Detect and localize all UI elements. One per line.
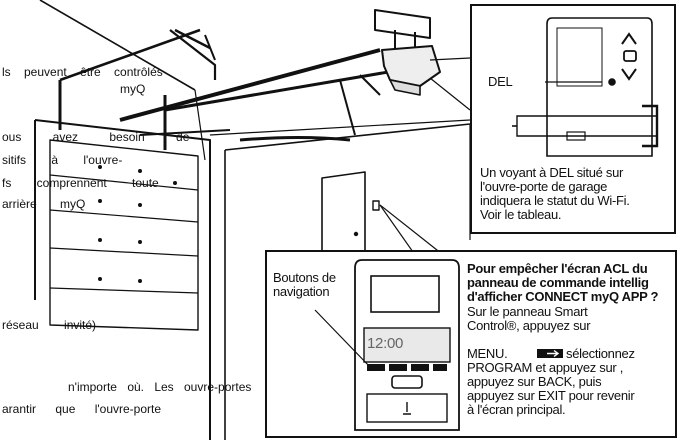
wall-control-drawing xyxy=(512,17,659,157)
led-caption-3: indiquera le statut du Wi-Fi. xyxy=(480,193,630,208)
nav-button-4 xyxy=(433,364,447,371)
led-caption-1: Un voyant à DEL situé sur xyxy=(480,165,624,180)
led-label: DEL xyxy=(488,74,513,89)
panel-housing xyxy=(354,259,460,431)
body-line-1: ls peuvent être contrôlés xyxy=(2,65,163,79)
track-left xyxy=(59,28,201,82)
instruction-8: à l'écran principal. xyxy=(467,402,566,417)
body-line-2: myQ xyxy=(120,82,146,96)
heading-line-3: d'afficher CONNECT myQ APP ? xyxy=(467,289,659,304)
garage-door-panel xyxy=(49,139,199,331)
nav-label-2: navigation xyxy=(273,284,330,299)
control-housing xyxy=(546,17,653,157)
nav-button-3 xyxy=(411,364,429,371)
led-indicator xyxy=(608,78,616,86)
stop-button-icon xyxy=(623,50,637,62)
smart-control-drawing xyxy=(314,259,563,431)
opener-rail xyxy=(119,48,381,122)
door-icon xyxy=(403,402,411,415)
instruction-7: appuyez sur EXIT pour revenir xyxy=(467,388,635,403)
up-arrow-icon xyxy=(621,32,637,45)
wall-button xyxy=(372,200,380,211)
ceiling-mount xyxy=(374,9,431,39)
ceiling-edge-left xyxy=(39,0,196,91)
instruction-5: PROGRAM et appuyez sur , xyxy=(467,360,624,375)
instruction-2: Control®, appuyez sur xyxy=(467,318,591,333)
lcd-screen xyxy=(363,327,451,363)
heading-line-2: panneau de commande intellig xyxy=(467,275,649,290)
instruction-4: sélectionnez xyxy=(566,346,635,361)
right-arrow-icon xyxy=(547,349,560,358)
body-line-8: n'importe où. Les ouvre-portes xyxy=(68,380,252,394)
nav-pointer-line xyxy=(314,309,372,369)
nav-button-2 xyxy=(389,364,407,371)
center-button xyxy=(391,375,423,389)
body-line-6: arrière myQ xyxy=(2,197,86,211)
nav-button-1 xyxy=(367,364,385,371)
heading-line-1: Pour empêcher l'écran ACL du xyxy=(467,261,648,276)
body-line-3: ous avez besoin de xyxy=(2,130,190,144)
body-line-9: arantir que l'ouvre-porte xyxy=(2,402,162,416)
led-caption-4: Voir le tableau. xyxy=(480,207,562,222)
led-callout: DEL Un voyant à DEL situé sur l'ouvre-po… xyxy=(470,4,676,234)
nav-label-1: Boutons de xyxy=(273,270,336,285)
door-button xyxy=(366,393,448,423)
panel-top-display xyxy=(370,275,440,313)
body-line-4: sitifs à l'ouvre- xyxy=(2,153,123,167)
led-caption-2: l'ouvre-porte de garage xyxy=(480,179,608,194)
instruction-3: MENU. xyxy=(467,346,508,361)
instruction-1: Sur le panneau Smart xyxy=(467,304,588,319)
instruction-6: appuyez sur BACK, puis xyxy=(467,374,602,389)
body-line-5: fs comprennent toute xyxy=(2,176,159,190)
down-arrow-icon xyxy=(621,68,637,81)
body-line-7: réseau invité) xyxy=(2,318,97,332)
lcd-time: 12:00 xyxy=(367,335,404,352)
control-panel-callout: Boutons de navigation 12:00 Pour empêche… xyxy=(265,250,677,438)
